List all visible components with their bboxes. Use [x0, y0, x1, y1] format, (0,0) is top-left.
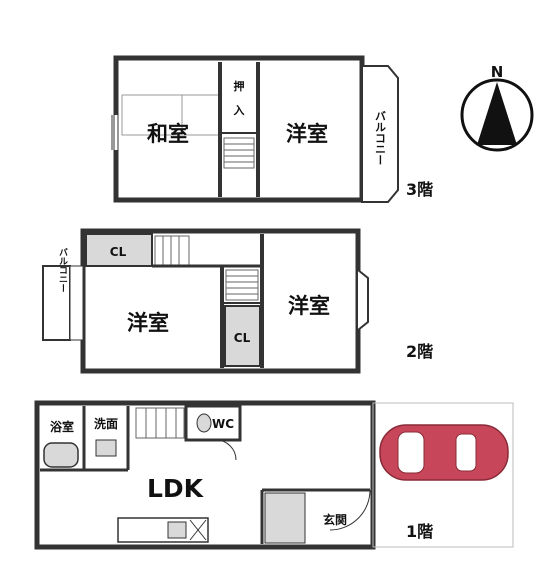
toilet [196, 413, 212, 433]
wc-room [184, 404, 242, 442]
balcony-2f-rail [69, 265, 84, 341]
cl-mid-label: CL [234, 331, 251, 345]
balcony-2f-label: バルコニー [57, 247, 68, 292]
bathtub [43, 442, 79, 468]
floor-1-label: 1階 [406, 522, 433, 541]
floor-3: バルコニー 和室 洋室 押 入 3階 [111, 55, 433, 203]
floor-2: CL CL バルコニー 洋室 洋室 2階 [42, 228, 433, 374]
compass-label: N [491, 63, 504, 81]
floor-1: 浴室 洗面 WC LDK 玄関 1階 [34, 400, 514, 550]
room-ldk: LDK [147, 474, 205, 503]
room-youshitsu-3f: 洋室 [286, 122, 328, 146]
stove-mark [189, 519, 207, 541]
balcony-3f-label: バルコニー [374, 110, 387, 165]
car-icon [379, 424, 509, 481]
room-oshiire-3f: 押 [234, 79, 245, 93]
room-wc: WC [212, 417, 234, 431]
cl-top-label: CL [110, 245, 127, 259]
room-senmen: 洗面 [94, 416, 118, 431]
room-oshiire-3f-2: 入 [234, 104, 245, 117]
tatami-mat [121, 94, 183, 136]
floor-2-label: 2階 [406, 342, 433, 361]
shoe-storage [264, 492, 306, 544]
room-youshitsu-2f-right: 洋室 [288, 294, 330, 318]
room-yokushitsu: 浴室 [50, 419, 74, 434]
balcony-2f [42, 265, 71, 341]
oshiire-char: 入 [234, 104, 245, 117]
staircase [223, 137, 255, 169]
kitchen-sink [167, 521, 187, 539]
closet-top [85, 233, 153, 267]
staircase [225, 269, 259, 301]
closet-mid [224, 305, 261, 367]
balcony-3f [361, 65, 399, 203]
room-youshitsu-2f-left: 洋室 [127, 311, 169, 335]
door-swing [329, 489, 371, 531]
room-genkan: 玄関 [323, 512, 347, 527]
carport [372, 402, 514, 548]
tatami-mat [181, 94, 221, 136]
north-arrow-icon: N [460, 63, 534, 152]
oshiire-char: 押 [234, 79, 245, 93]
staircase [154, 235, 190, 267]
door-swing [215, 439, 237, 461]
bay-window [357, 269, 369, 331]
floor-3-label: 3階 [406, 180, 433, 199]
kitchen-counter [117, 517, 209, 543]
room-washitsu-3f: 和室 [147, 122, 189, 146]
wash-basin [95, 439, 117, 457]
staircase [135, 407, 185, 439]
